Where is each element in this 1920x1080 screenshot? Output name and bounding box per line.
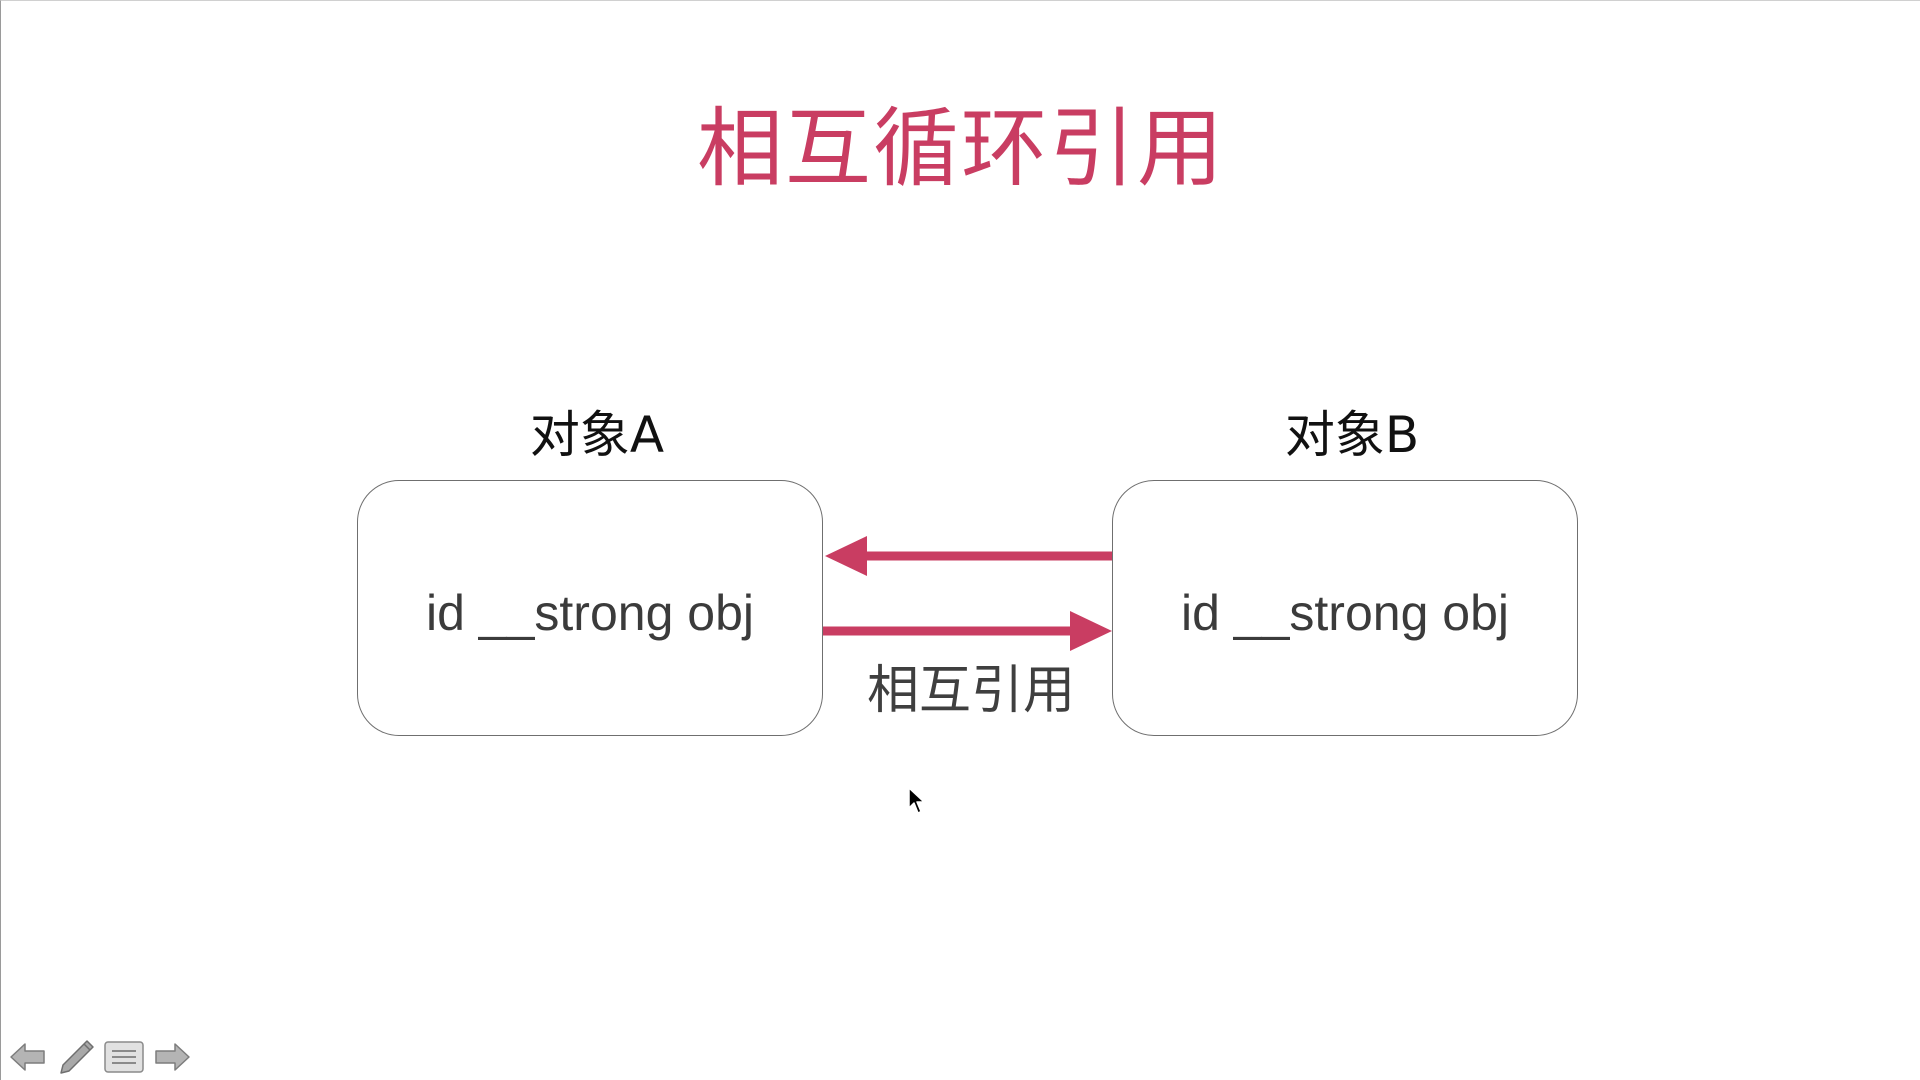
slide-navigation-toolbar	[7, 1037, 193, 1077]
object-a-label: 对象A	[529, 406, 665, 464]
previous-slide-button[interactable]	[7, 1037, 49, 1077]
next-slide-button[interactable]	[151, 1037, 193, 1077]
menu-icon	[104, 1041, 144, 1073]
object-b-label: 对象B	[1284, 406, 1420, 464]
previous-arrow-icon	[10, 1043, 45, 1071]
object-a-box: id __strong obj	[357, 480, 823, 736]
mouse-cursor-icon	[908, 787, 925, 814]
slide-title: 相互循环引用	[697, 99, 1225, 199]
pen-icon	[60, 1040, 94, 1074]
object-b-content: id __strong obj	[1180, 585, 1509, 641]
object-b-box: id __strong obj	[1112, 480, 1578, 736]
next-arrow-icon	[155, 1043, 190, 1071]
object-a-content: id __strong obj	[425, 585, 754, 641]
pen-tool-button[interactable]	[55, 1037, 97, 1077]
arrow-a-to-b	[823, 611, 1112, 651]
arrow-b-to-a	[825, 536, 1112, 576]
mutual-reference-label: 相互引用	[866, 661, 1075, 721]
slide-menu-button[interactable]	[103, 1037, 145, 1077]
